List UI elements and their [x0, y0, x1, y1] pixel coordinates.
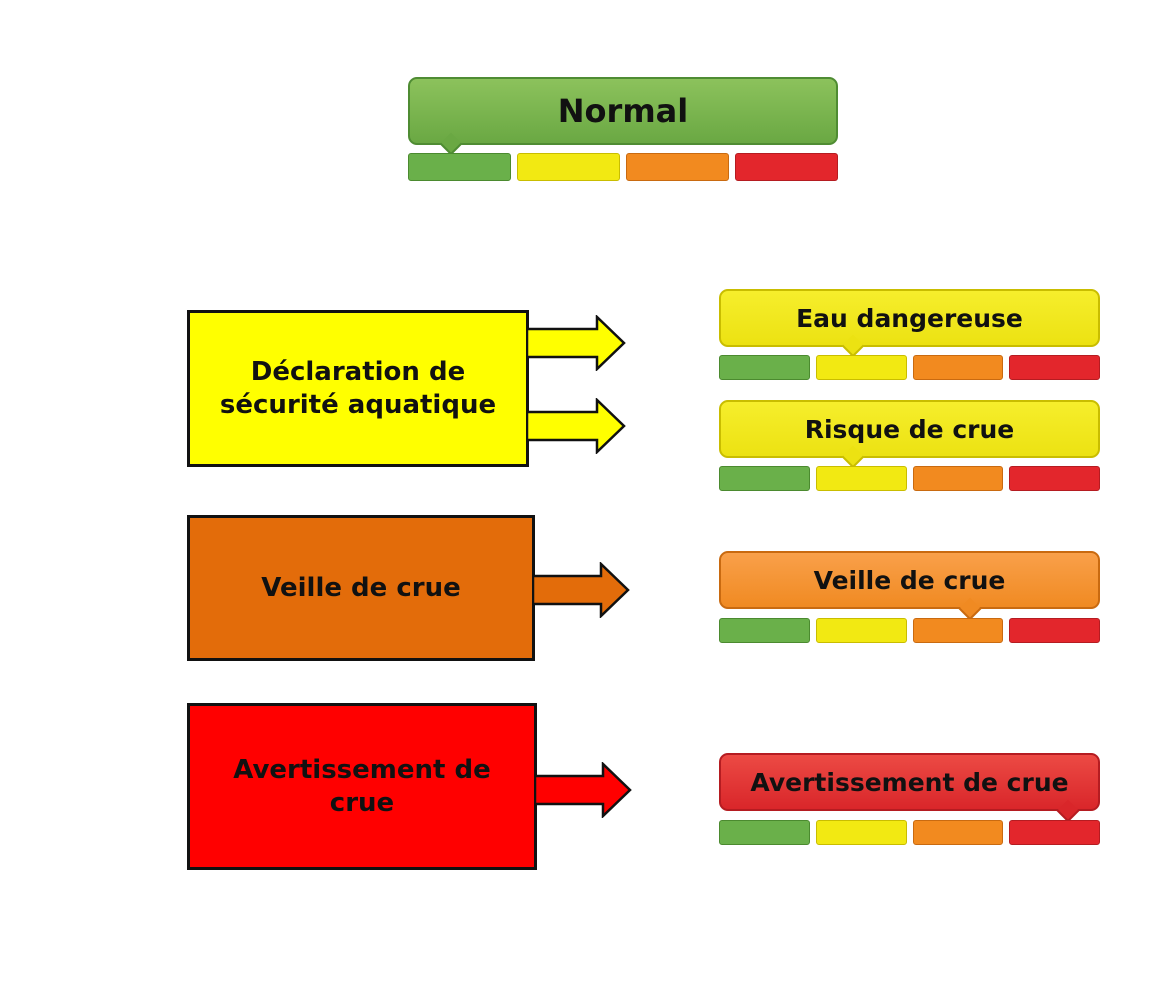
level-segment-orange	[912, 466, 1004, 491]
indicator-flood-watch-label: Veille de crue	[813, 565, 1006, 595]
arrow-water-safety-1	[527, 315, 626, 371]
category-box-flood-watch: Veille de crue	[187, 515, 535, 661]
indicator-dangerous-water-bubble: Eau dangereuse	[719, 289, 1100, 347]
level-segment-yellow	[815, 466, 907, 491]
level-segment-yellow	[517, 153, 620, 181]
level-segment-orange	[626, 153, 729, 181]
indicator-normal: Normal	[408, 77, 838, 183]
level-segment-red	[1009, 355, 1100, 380]
arrow-water-safety-2	[527, 398, 626, 454]
level-segment-yellow	[815, 355, 907, 380]
category-box-water-safety: Déclaration de sécurité aquatique	[187, 310, 529, 467]
indicator-flood-warning: Avertissement de crue	[719, 753, 1100, 847]
category-label-flood-watch: Veille de crue	[261, 572, 461, 603]
level-bar	[719, 618, 1100, 643]
indicator-flood-risk: Risque de crue	[719, 400, 1100, 494]
indicator-flood-warning-label: Avertissement de crue	[750, 767, 1069, 797]
level-bar	[719, 466, 1100, 491]
category-box-flood-warning: Avertissement de crue	[187, 703, 537, 870]
category-label-flood-warning: Avertissement de crue	[233, 755, 491, 818]
level-segment-yellow	[815, 820, 907, 845]
level-segment-green	[408, 153, 511, 181]
level-segment-red	[1009, 820, 1100, 845]
level-segment-orange	[912, 618, 1004, 643]
arrow-flood-watch	[533, 562, 630, 618]
level-bar	[719, 355, 1100, 380]
level-segment-green	[719, 820, 810, 845]
level-segment-red	[1009, 618, 1100, 643]
indicator-normal-label: Normal	[557, 92, 689, 130]
level-bar	[719, 820, 1100, 845]
level-segment-yellow	[815, 618, 907, 643]
level-segment-orange	[912, 820, 1004, 845]
indicator-dangerous-water-label: Eau dangereuse	[796, 303, 1023, 333]
level-segment-green	[719, 355, 810, 380]
indicator-flood-watch-bubble: Veille de crue	[719, 551, 1100, 609]
level-segment-green	[719, 618, 810, 643]
indicator-flood-risk-bubble: Risque de crue	[719, 400, 1100, 458]
level-segment-green	[719, 466, 810, 491]
level-segment-orange	[912, 355, 1004, 380]
level-segment-red	[735, 153, 838, 181]
indicator-flood-warning-bubble: Avertissement de crue	[719, 753, 1100, 811]
indicator-flood-watch: Veille de crue	[719, 551, 1100, 645]
indicator-normal-bubble: Normal	[408, 77, 838, 145]
level-bar	[408, 153, 838, 181]
category-label-water-safety: Déclaration de sécurité aquatique	[219, 357, 497, 420]
arrow-flood-warning	[535, 762, 632, 818]
indicator-dangerous-water: Eau dangereuse	[719, 289, 1100, 383]
indicator-flood-risk-label: Risque de crue	[804, 414, 1015, 444]
level-segment-red	[1009, 466, 1100, 491]
